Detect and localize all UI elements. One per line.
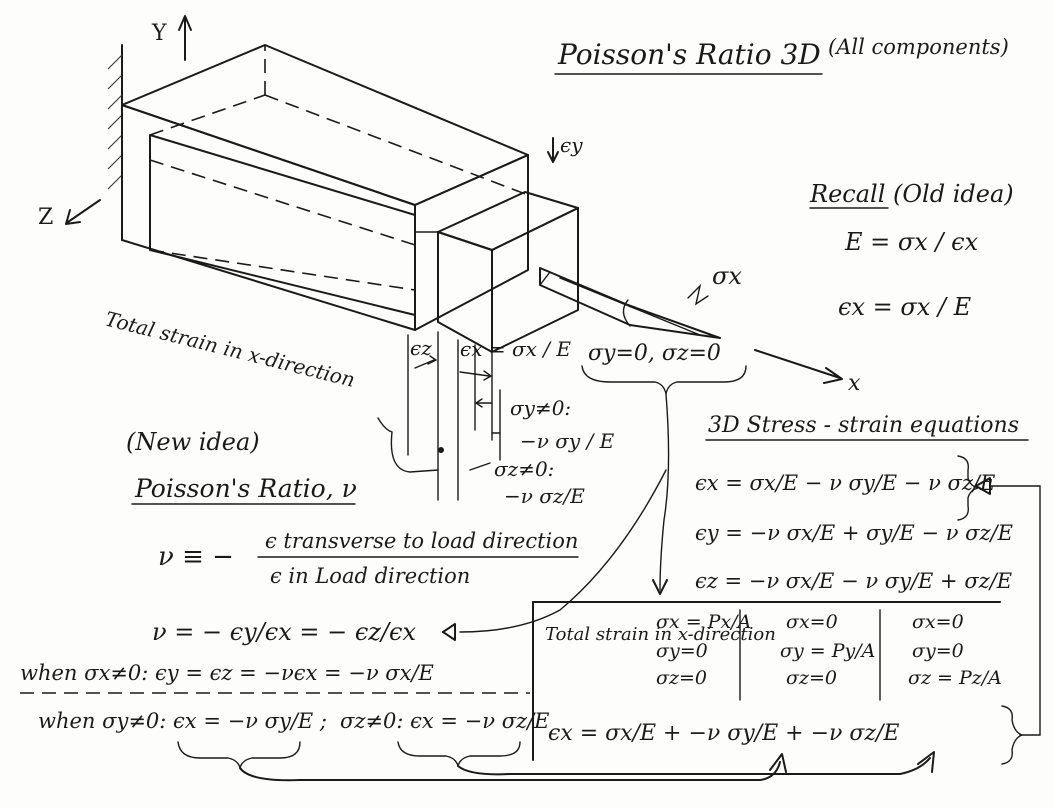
sz-nonzero-label: σz≠0: — [494, 457, 554, 481]
connector-to-ratio — [459, 469, 667, 633]
total-strain-brace — [377, 417, 439, 473]
total-strain-label: Total strain in x-direction — [103, 307, 358, 392]
connector-arrowhead — [652, 579, 668, 595]
table-col3-r2: σy=0 — [912, 640, 964, 662]
equation-ex: ϵx = σx/E − ν σy/E − ν σz/E — [695, 471, 995, 495]
bottom-arrow-2 — [457, 757, 931, 776]
load-arrow — [539, 267, 721, 339]
sz-term-label: −ν σz/E — [504, 484, 585, 508]
bottom-arrowhead-2 — [917, 751, 935, 773]
table-col2-r3: σz=0 — [786, 667, 837, 689]
sy-term-label: −ν σy / E — [520, 429, 615, 453]
table-col3-r3: σz = Pz/A — [908, 667, 1002, 689]
when-sy-brace — [177, 741, 301, 769]
equation-ez: ϵz = −ν σx/E − ν σy/E + σz/E — [695, 569, 1012, 593]
when-sz-line: σz≠0: ϵx = −ν σz/E — [340, 709, 550, 733]
sy-sz-brace — [581, 365, 747, 395]
table-col3-r1: σx=0 — [912, 611, 964, 633]
summation-table — [532, 601, 1001, 761]
x-axis-label: x — [848, 371, 861, 396]
sy-sz-zero-label: σy=0, σz=0 — [588, 341, 721, 366]
strain-origin-dot — [438, 447, 444, 453]
bottom-arrowhead-1 — [769, 753, 787, 773]
bottom-arrow-1 — [239, 761, 781, 782]
ratio-equation: ν = − ϵy/ϵx = − ϵz/ϵx — [152, 618, 416, 646]
y-axis-label: Y — [151, 21, 167, 46]
ey-marker — [547, 137, 559, 163]
equation-return-line — [989, 485, 1041, 736]
ratio-pointer — [442, 623, 456, 641]
x-axis-arrow — [754, 349, 843, 384]
table-col2-r1: σx=0 — [786, 611, 838, 633]
table-row-label: Total strain in x-direction — [545, 624, 776, 645]
table-sum-brace — [1001, 705, 1024, 765]
table-col2-r2: σy = Py/A — [780, 640, 875, 662]
when-sy-line: when σy≠0: ϵx = −ν σy/E ; — [38, 709, 327, 733]
z-axis-label: Z — [38, 205, 53, 230]
equation-ey: ϵy = −ν σx/E + σy/E − ν σz/E — [695, 521, 1013, 545]
recall-line2: ϵx = σx / E — [838, 293, 972, 321]
equations-heading: 3D Stress - strain equations — [708, 413, 1019, 438]
page-title: Poisson's Ratio 3D — [557, 38, 821, 71]
table-col1-r2: σy=0 — [656, 640, 708, 662]
table-sum-equation: ϵx = σx/E + −ν σy/E + −ν σz/E — [548, 721, 899, 746]
title-note: (All components) — [828, 35, 1009, 59]
poisson-ratio-title: Poisson's Ratio, ν — [134, 474, 357, 503]
sigma-x-leader — [687, 283, 709, 306]
extended-prism — [414, 191, 579, 353]
table-col1-r3: σz=0 — [656, 667, 707, 689]
sigma-x-label: σx — [712, 262, 742, 290]
ey-label: ϵy — [560, 133, 583, 157]
new-idea-heading: (New idea) — [126, 428, 260, 456]
deformed-outline — [149, 45, 529, 316]
definition-lhs: ν ≡ − — [158, 542, 234, 572]
connector-to-table — [659, 393, 670, 591]
recall-line1: E = σx / ϵx — [844, 228, 979, 256]
when-sz-brace — [397, 741, 521, 767]
when-sx-line: when σx≠0: ϵy = ϵz = −νϵx = −ν σx/E — [20, 661, 434, 685]
strain-dimension-lines — [407, 331, 501, 501]
definition-numerator: ϵ transverse to load direction — [265, 529, 578, 553]
table-col1-r1: σx = Px/A — [656, 611, 751, 633]
z-axis-arrow — [65, 199, 101, 225]
ex-equals-label: ϵx = σx / E — [460, 337, 571, 361]
fixed-wall — [107, 44, 123, 241]
recall-heading: Recall (Old idea) — [809, 180, 1014, 208]
definition-denominator: ϵ in Load direction — [270, 564, 470, 588]
sy-nonzero-label: σy≠0: — [510, 396, 571, 420]
ez-label: ϵz — [410, 336, 432, 360]
y-axis-arrow — [178, 15, 192, 61]
